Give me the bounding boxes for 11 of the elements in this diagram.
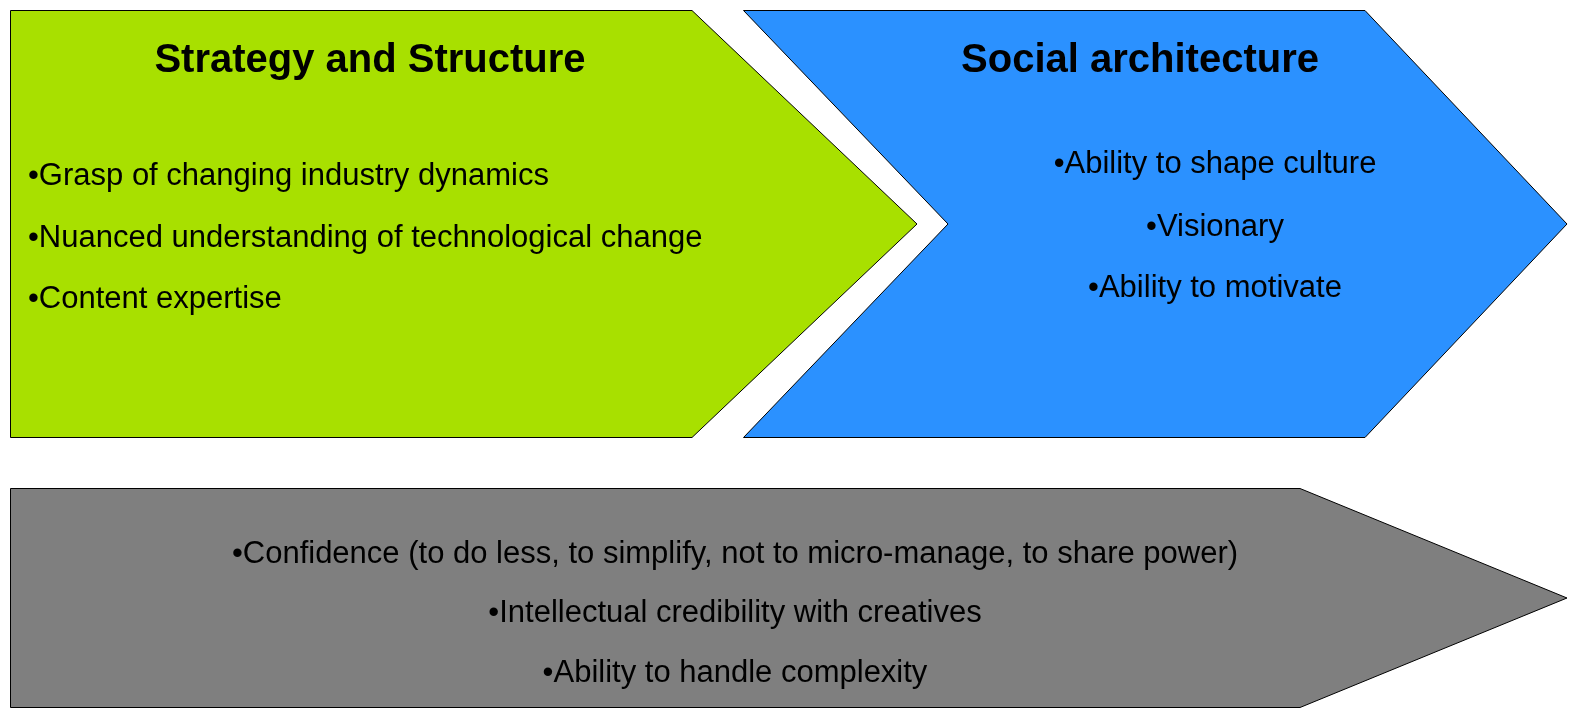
bullet-item: •Confidence (to do less, to simplify, not to micro-manage, to share power) <box>230 534 1240 572</box>
heading: Social architecture <box>960 35 1320 82</box>
bullet-item: •Nuanced understanding of technological change <box>28 218 704 256</box>
heading: Strategy and Structure <box>153 35 587 82</box>
bullet-item: •Ability to motivate <box>1087 268 1343 306</box>
bullet-item: •Visionary <box>1145 207 1285 245</box>
bullet-item: •Ability to shape culture <box>1052 144 1378 182</box>
bullet-item: •Grasp of changing industry dynamics <box>28 156 550 194</box>
bullet-item: •Content expertise <box>28 279 283 317</box>
bullet-item: •Ability to handle complexity <box>541 653 929 691</box>
bullet-item: •Intellectual credibility with creatives <box>487 593 983 631</box>
